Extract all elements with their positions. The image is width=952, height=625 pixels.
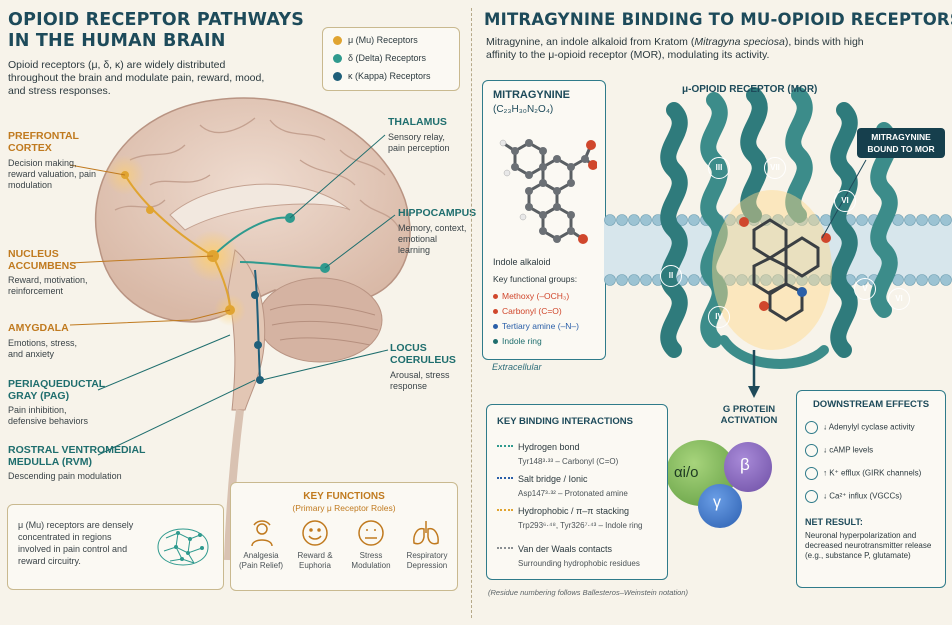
key-functions-box: KEY FUNCTIONS (Primary μ Receptor Roles)… bbox=[230, 482, 458, 591]
downstream-title: DOWNSTREAM EFFECTS bbox=[812, 399, 930, 410]
effect-4-icon bbox=[805, 490, 818, 503]
helix-label-ii: II bbox=[660, 265, 682, 287]
hbond-line-icon bbox=[497, 444, 513, 447]
vdw-line-icon bbox=[497, 546, 513, 549]
molecule-name: MITRAGYNINE bbox=[493, 89, 570, 101]
binding-interactions-card: KEY BINDING INTERACTIONS Hydrogen bond T… bbox=[486, 404, 668, 580]
interaction-vdw: Van der Waals contacts Surrounding hydro… bbox=[497, 539, 640, 568]
helix-label-vi: VI bbox=[834, 190, 856, 212]
downstream-card: DOWNSTREAM EFFECTS ↓ Adenylyl cyclase ac… bbox=[796, 390, 946, 588]
interaction-hydrophobic: Hydrophobic / π–π stacking Trp293⁶·⁴⁸, T… bbox=[497, 501, 643, 530]
right-intro: Mitragynine, an indole alkaloid from Kra… bbox=[486, 36, 864, 61]
mu-dot-icon bbox=[333, 36, 342, 46]
region-prefrontal: PREFRONTAL CORTEX Decision making, rewar… bbox=[8, 130, 97, 190]
region-pag: PERIAQUEDUCTAL GRAY (PAG) Pain inhibitio… bbox=[8, 378, 106, 426]
receptor-label: μ-OPIOID RECEPTOR (MOR) bbox=[682, 84, 818, 95]
effect-k-efflux: ↑ K⁺ efflux (GIRK channels) bbox=[805, 467, 921, 480]
left-panel: OPIOID RECEPTOR PATHWAYS IN THE HUMAN BR… bbox=[0, 0, 477, 625]
left-intro: Opioid receptors (μ, δ, κ) are widely di… bbox=[8, 59, 265, 97]
brain-illustration bbox=[69, 97, 411, 561]
legend-kappa: κ (Kappa) Receptors bbox=[333, 70, 431, 82]
lungs-icon bbox=[413, 521, 439, 545]
helix-label-iv: IV bbox=[708, 306, 730, 328]
effect-adenylyl: ↓ Adenylyl cyclase activity bbox=[805, 421, 915, 434]
carbonyl-dot-icon bbox=[493, 309, 498, 315]
helix-label-vii: VII bbox=[764, 157, 786, 179]
effect-3-icon bbox=[805, 467, 818, 480]
helix-label-vi-b: VI bbox=[888, 288, 910, 310]
g-alpha-label: αi/o bbox=[674, 464, 699, 481]
helix-label-v: V bbox=[854, 278, 876, 300]
neural-network-icon bbox=[157, 528, 209, 566]
molecule-formula: (C₂₃H₃₀N₂O₄) bbox=[493, 104, 554, 115]
g-gamma-label: γ bbox=[713, 494, 721, 511]
group-amine: Tertiary amine (–N–) bbox=[493, 320, 579, 332]
residue-note: (Residue numbering follows Ballesteros–W… bbox=[488, 588, 688, 597]
kappa-dot-icon bbox=[333, 72, 342, 82]
smile-icon bbox=[302, 520, 328, 546]
binding-title: KEY BINDING INTERACTIONS bbox=[497, 416, 634, 427]
bound-label: MITRAGYNINE BOUND TO MOR bbox=[857, 128, 945, 158]
region-locus-coeruleus: LOCUS COERULEUS Arousal, stress response bbox=[390, 342, 456, 391]
effect-camp: ↓ cAMP levels bbox=[805, 444, 873, 457]
key-functions-subtitle: (Primary μ Receptor Roles) bbox=[292, 503, 396, 513]
group-carbonyl: Carbonyl (C=O) bbox=[493, 305, 562, 317]
molecule-class: Indole alkaloid bbox=[493, 257, 551, 267]
indole-dot-icon bbox=[493, 339, 498, 345]
gprotein-label: G PROTEIN ACTIVATION bbox=[720, 404, 778, 426]
interaction-salt-bridge: Salt bridge / Ionic Asp147³·³² – Protona… bbox=[497, 469, 628, 498]
g-gamma-subunit bbox=[698, 484, 742, 528]
right-panel: MITRAGYNINE BINDING TO MU-OPIOID RECEPTO… bbox=[476, 0, 952, 625]
legend-mu: μ (Mu) Receptors bbox=[333, 34, 418, 46]
groups-title: Key functional groups: bbox=[493, 274, 578, 284]
interaction-hbond: Hydrogen bond Tyr148³·³³ – Carbonyl (C=O… bbox=[497, 437, 618, 466]
hydrophobic-line-icon bbox=[497, 508, 513, 511]
effect-2-icon bbox=[805, 444, 818, 457]
effect-ca-influx: ↓ Ca²⁺ influx (VGCCs) bbox=[805, 490, 902, 503]
salt-bridge-line-icon bbox=[497, 476, 513, 479]
helix-label-iii: III bbox=[708, 157, 730, 179]
region-nucleus-accumbens: NUCLEUS ACCUMBENS Reward, motivation, re… bbox=[8, 248, 88, 296]
extracellular-label: Extracellular bbox=[492, 362, 542, 372]
molecule-card: MITRAGYNINE (C₂₃H₃₀N₂O₄) Indole alkaloid… bbox=[482, 80, 606, 360]
net-result-title: NET RESULT: bbox=[805, 517, 863, 527]
region-thalamus: THALAMUS Sensory relay, pain perception bbox=[388, 116, 450, 153]
methoxy-dot-icon bbox=[493, 294, 498, 300]
mor-receptor-illustration bbox=[604, 87, 952, 398]
legend-delta: δ (Delta) Receptors bbox=[333, 52, 426, 64]
mu-note-box: μ (Mu) receptors are densely concentrate… bbox=[7, 504, 224, 590]
region-hippocampus: HIPPOCAMPUS Memory, context, emotional l… bbox=[398, 207, 477, 255]
left-title: OPIOID RECEPTOR PATHWAYS IN THE HUMAN BR… bbox=[8, 10, 305, 51]
receptor-legend: μ (Mu) Receptors δ (Delta) Receptors κ (… bbox=[322, 27, 460, 91]
region-amygdala: AMYGDALA Emotions, stress, and anxiety bbox=[8, 322, 78, 359]
right-title: MITRAGYNINE BINDING TO MU-OPIOID RECEPTO… bbox=[484, 10, 952, 29]
effect-1-icon bbox=[805, 421, 818, 434]
function-analgesia: Analgesia(Pain Relief) bbox=[238, 551, 283, 570]
region-rvm: ROSTRAL VENTROMEDIAL MEDULLA (RVM) Desce… bbox=[8, 444, 146, 481]
stress-icon bbox=[358, 520, 384, 546]
mu-note-text: μ (Mu) receptors are densely concentrate… bbox=[18, 520, 134, 566]
key-functions-title: KEY FUNCTIONS bbox=[303, 491, 385, 502]
function-reward: Reward &Euphoria bbox=[297, 551, 333, 570]
panel-divider bbox=[471, 8, 472, 618]
g-beta-subunit bbox=[724, 442, 772, 492]
g-beta-label: β bbox=[740, 455, 750, 474]
group-methoxy: Methoxy (–OCH₃) bbox=[493, 290, 569, 302]
mitragynine-structure bbox=[499, 139, 597, 244]
net-result-text: Neuronal hyperpolarization and decreased… bbox=[805, 531, 932, 560]
group-indole: Indole ring bbox=[493, 335, 542, 347]
amine-dot-icon bbox=[493, 324, 498, 330]
delta-dot-icon bbox=[333, 54, 342, 64]
analgesia-icon bbox=[251, 520, 273, 547]
